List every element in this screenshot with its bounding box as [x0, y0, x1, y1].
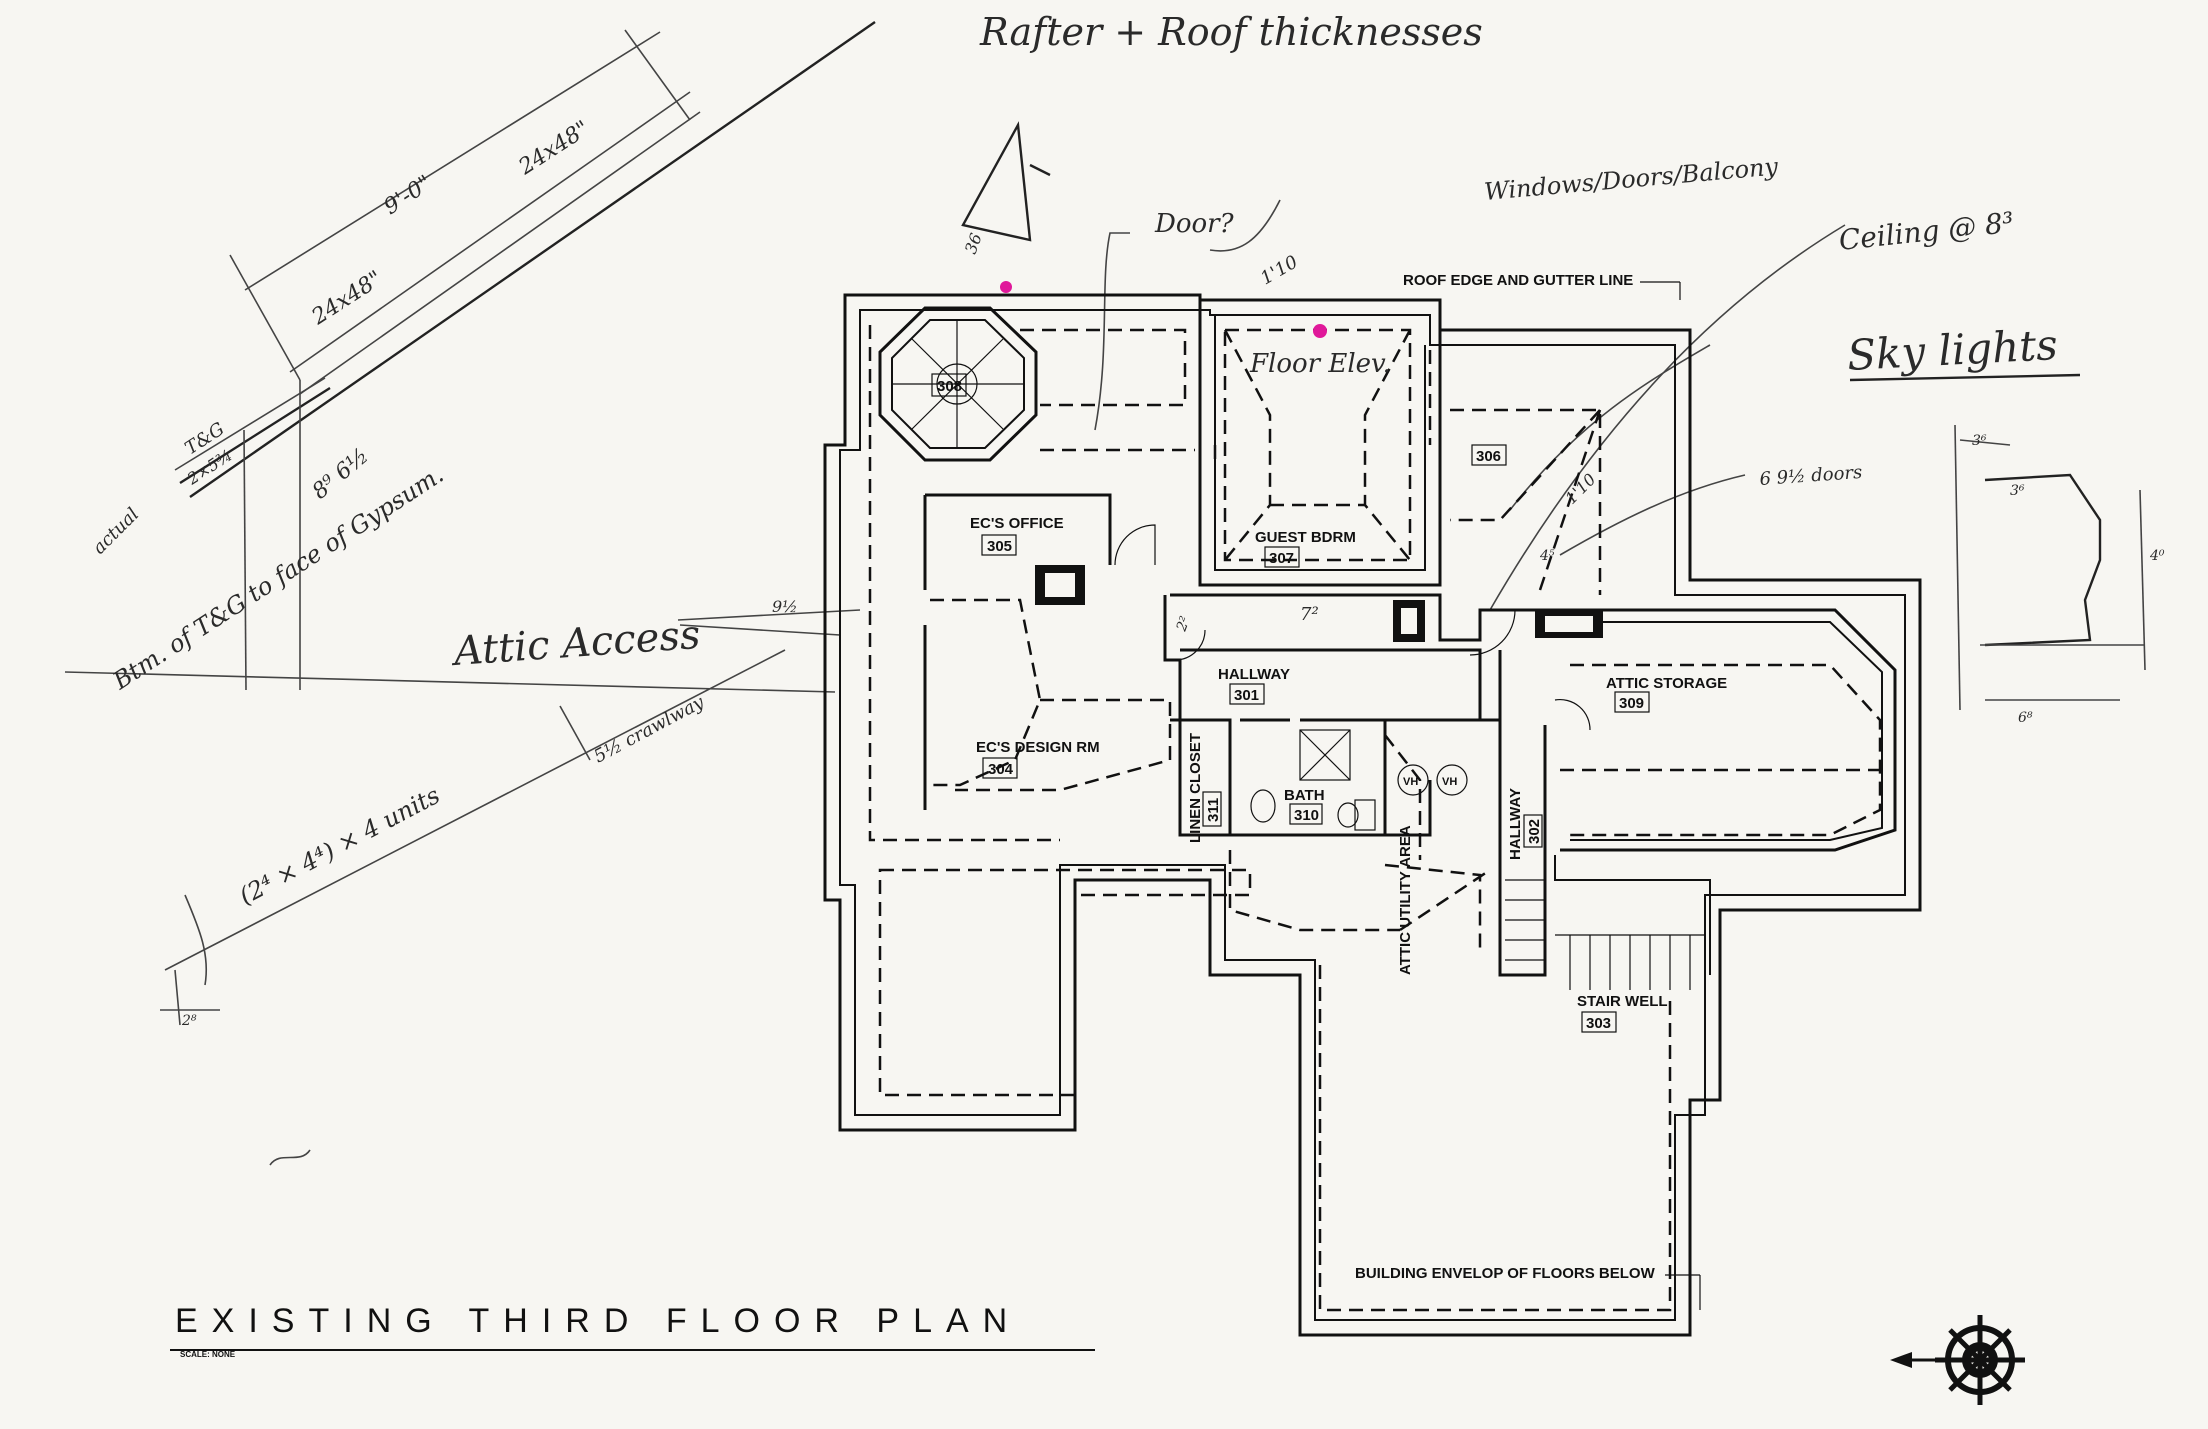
- room-309-number: 309: [1619, 695, 1644, 712]
- note-sky-d: 6⁸: [2018, 710, 2033, 726]
- skylight-sketch: [1849, 373, 2146, 711]
- marker-dot: [1000, 281, 1012, 293]
- building-envelope-callout: BUILDING ENVELOP OF FLOORS BELOW: [1355, 1265, 1656, 1282]
- scale-note: SCALE: NONE: [180, 1350, 236, 1359]
- room-307-number: 307: [1269, 550, 1294, 567]
- note-floor-elev: Floor Elev.: [1249, 349, 1391, 379]
- note-dim-24x48: 24x48": [307, 266, 387, 330]
- note-sky-a: 3⁶: [1972, 433, 1987, 449]
- note-dim-24x48-top: 24x48": [514, 116, 594, 180]
- room-304-number: 304: [988, 761, 1014, 778]
- marker-dot: [1313, 324, 1327, 338]
- note-dim-2-2: 2²: [1173, 614, 1193, 634]
- note-sky-b: 3⁶: [2010, 483, 2025, 499]
- note-dim-9-0: 9'-0": [380, 171, 437, 220]
- room-311-number: 311: [1205, 798, 1222, 822]
- note-units: (2⁴ × 4⁴) × 4 units: [235, 781, 445, 910]
- room-302-name: HALLWAY: [1507, 788, 1524, 860]
- room-309-name: ATTIC STORAGE: [1606, 675, 1727, 692]
- note-dim-7-2: 7²: [1300, 604, 1319, 625]
- drawing-title: EXISTING THIRD FLOOR PLAN: [175, 1302, 1021, 1340]
- note-dim-1-10-b: 1'10: [1561, 470, 1599, 508]
- room-311-name: LINEN CLOSET: [1187, 733, 1204, 843]
- note-dim-1-10-a: 1'10: [1257, 251, 1302, 289]
- room-308-number: 308: [937, 378, 962, 395]
- note-sky-c: 4⁰: [2149, 548, 2165, 564]
- room-303-name: STAIR WELL: [1577, 993, 1668, 1010]
- room-306-number: 306: [1476, 448, 1501, 465]
- room-301-name: HALLWAY: [1218, 666, 1290, 683]
- note-dim-4-5: 4⁵: [1539, 548, 1555, 564]
- annotation-leaders: [1094, 199, 1846, 611]
- note-skylights: Sky lights: [1846, 320, 2059, 380]
- plan-linework: [823, 281, 1922, 1337]
- room-304-name: EC'S DESIGN RM: [976, 739, 1100, 756]
- room-310-name: BATH: [1284, 787, 1325, 804]
- note-dim-9-half: 9½: [772, 597, 798, 616]
- vh-label: VH: [1442, 776, 1457, 788]
- note-door-9-half: 6 9½ doors: [1759, 462, 1863, 490]
- note-door-question: Door?: [1154, 209, 1235, 239]
- note-actual: actual: [89, 504, 144, 559]
- room-310-number: 310: [1294, 807, 1319, 824]
- room-utility-name: ATTIC UTILITY AREA: [1397, 825, 1414, 975]
- room-307-name: GUEST BDRM: [1255, 529, 1356, 546]
- roof-edge-callout: ROOF EDGE AND GUTTER LINE: [1403, 272, 1633, 289]
- room-303-number: 303: [1586, 1015, 1611, 1032]
- room-305-name: EC'S OFFICE: [970, 515, 1064, 532]
- note-36: 36: [961, 231, 986, 257]
- room-302-number: 302: [1526, 819, 1543, 844]
- room-305-number: 305: [987, 538, 1012, 555]
- north-compass: [1890, 1315, 2025, 1405]
- pitch-triangle-sketch: [961, 121, 1051, 242]
- note-rafter-title: Rafter + Roof thicknesses: [979, 10, 1483, 54]
- vh-label: VH: [1403, 776, 1418, 788]
- note-dim-2-8: 2⁸: [181, 1013, 197, 1029]
- note-attic-access: Attic Access: [448, 612, 701, 675]
- note-dim-8-6: 8⁹ 6½: [308, 444, 374, 505]
- note-windows: Windows/Doors/Balcony: [1483, 152, 1779, 206]
- note-crawlway: 5½ crawlway: [590, 691, 708, 767]
- room-301-number: 301: [1234, 687, 1259, 704]
- room-number-boxes: [931, 373, 1650, 1033]
- rafter-section-sketch: [64, 21, 876, 1166]
- note-ceiling: Ceiling @ 8³: [1837, 206, 2015, 257]
- note-btm-tg: Btm. of T&G to face of Gypsum.: [107, 460, 448, 695]
